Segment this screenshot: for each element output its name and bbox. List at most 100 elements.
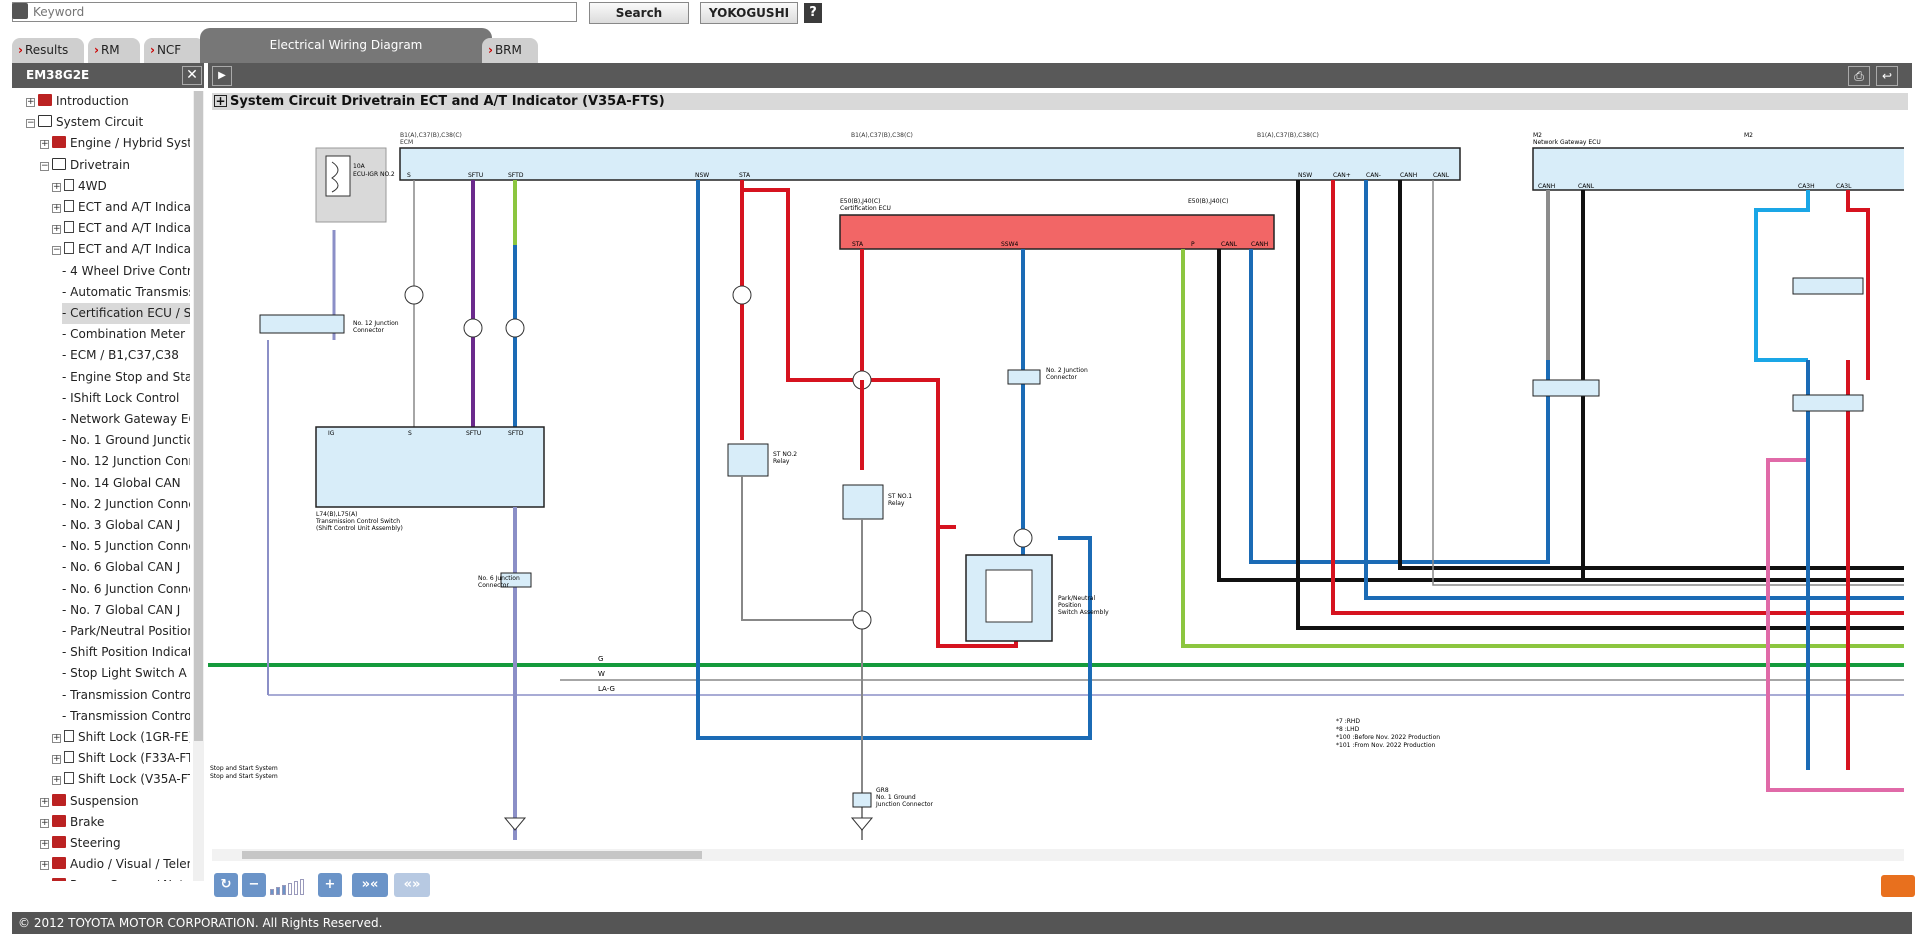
expand-icon[interactable]: + bbox=[40, 860, 49, 871]
tree-item[interactable]: −System Circuit bbox=[26, 112, 190, 133]
tree-item[interactable]: - ECM / B1,C37,C38 bbox=[62, 345, 190, 366]
expand-icon[interactable]: + bbox=[26, 97, 35, 107]
tab-electrical-wiring-diagram[interactable]: Electrical Wiring Diagram bbox=[200, 28, 492, 63]
tree-item[interactable]: +Shift Lock (V35A-FTS) bbox=[52, 769, 190, 790]
tree-scrollbar[interactable] bbox=[193, 91, 204, 881]
expand-icon[interactable]: + bbox=[52, 775, 61, 786]
tree-item[interactable]: - Engine Stop and Start bbox=[62, 367, 190, 388]
tree-item[interactable]: - No. 5 Junction Connector bbox=[62, 536, 190, 557]
tab-brm[interactable]: ›BRM bbox=[482, 38, 538, 63]
book-icon bbox=[52, 857, 66, 870]
zoom-out-button[interactable]: − bbox=[242, 873, 266, 897]
tree-item[interactable]: - IShift Lock Control bbox=[62, 388, 190, 409]
tree-item-label: - Stop Light Switch A bbox=[62, 666, 187, 681]
tree-item[interactable]: - 4 Wheel Drive Control bbox=[62, 261, 190, 282]
ecm-pin-canh: CANH bbox=[1400, 172, 1417, 179]
expand-icon: «» bbox=[403, 877, 421, 892]
tree-item[interactable]: - No. 3 Global CAN J bbox=[62, 515, 190, 536]
tree-item[interactable]: - No. 12 Junction Connector bbox=[62, 451, 190, 472]
book-icon bbox=[52, 136, 66, 149]
back-button[interactable]: ↩ bbox=[1876, 66, 1898, 86]
printer-icon: ⎙ bbox=[1854, 69, 1864, 83]
tree-item[interactable]: - Stop Light Switch A bbox=[62, 663, 190, 684]
tree-item[interactable]: −Drivetrain bbox=[40, 155, 190, 176]
keyword-search-input[interactable] bbox=[12, 2, 577, 22]
tree-item[interactable]: - Combination Meter bbox=[62, 324, 190, 345]
tree-item[interactable]: +Power Source / Network bbox=[40, 875, 190, 881]
tree-item[interactable]: +Brake bbox=[40, 812, 190, 833]
fit-page-button[interactable]: «» bbox=[394, 873, 430, 897]
tree-item[interactable]: - Automatic Transmission bbox=[62, 282, 190, 303]
zoom-level-indicator bbox=[270, 879, 310, 895]
ecm-pin-canp: CAN+ bbox=[1333, 172, 1351, 179]
tab-ncf[interactable]: ›NCF bbox=[144, 38, 204, 63]
zoom-in-button[interactable]: + bbox=[318, 873, 342, 897]
tree-item[interactable]: −ECT and A/T Indicator bbox=[52, 239, 190, 260]
expand-plus-icon[interactable]: + bbox=[214, 94, 227, 108]
collapse-icon[interactable]: − bbox=[40, 160, 49, 171]
reset-view-button[interactable]: ↻ bbox=[214, 873, 238, 897]
tree-item[interactable]: - Network Gateway ECU bbox=[62, 409, 190, 430]
tree-item[interactable]: + ECT and A/T Indicator bbox=[52, 197, 190, 218]
tree-item[interactable]: - No. 6 Global CAN J bbox=[62, 557, 190, 578]
book-icon bbox=[52, 793, 66, 806]
expand-icon[interactable]: + bbox=[40, 139, 49, 150]
zoom-level-5 bbox=[294, 881, 298, 895]
expand-icon[interactable]: + bbox=[40, 817, 49, 828]
tree-item[interactable]: - No. 2 Junction Connector bbox=[62, 494, 190, 515]
yokogushi-button[interactable]: YOKOGUSHI bbox=[700, 2, 798, 24]
help-button[interactable]: ? bbox=[804, 3, 822, 23]
tree-item[interactable]: - Transmission Control bbox=[62, 685, 190, 706]
expand-panel-button[interactable]: ▶ bbox=[212, 66, 232, 86]
tree-item[interactable]: +Shift Lock (F33A-FTS) bbox=[52, 748, 190, 769]
tree-item[interactable]: +Audio / Visual / Telematics bbox=[40, 854, 190, 875]
expand-icon[interactable]: + bbox=[40, 839, 49, 849]
tree-item[interactable]: - Certification ECU / Smart bbox=[62, 303, 190, 324]
st-relay2-label-b: Relay bbox=[773, 458, 790, 465]
expand-icon[interactable]: + bbox=[52, 754, 61, 765]
tab-results[interactable]: ›Results bbox=[12, 38, 84, 63]
collapse-icon[interactable]: − bbox=[52, 245, 61, 256]
tree-item[interactable]: - Shift Position Indicator bbox=[62, 642, 190, 663]
tree-item[interactable]: - Park/Neutral Position bbox=[62, 621, 190, 642]
book-icon bbox=[38, 94, 52, 106]
expand-icon[interactable]: + bbox=[52, 203, 61, 213]
tree-item[interactable]: +Steering bbox=[40, 833, 190, 854]
feedback-button[interactable] bbox=[1881, 875, 1915, 897]
wire-black-canl bbox=[1217, 249, 1904, 582]
expand-icon[interactable]: + bbox=[52, 733, 61, 743]
tree-item[interactable]: - No. 7 Global CAN J bbox=[62, 600, 190, 621]
tree-item[interactable]: +Suspension bbox=[40, 791, 190, 812]
tree-item[interactable]: - Transmission Control bbox=[62, 706, 190, 727]
cert-pin-p: P bbox=[1191, 241, 1195, 248]
diagram-horizontal-scrollbar[interactable] bbox=[212, 849, 1904, 861]
ecm-name: ECM bbox=[400, 139, 413, 146]
fit-width-button[interactable]: »« bbox=[352, 873, 388, 897]
park-switch-label-2: Position bbox=[1058, 602, 1082, 609]
tree-item[interactable]: - No. 6 Junction Connector bbox=[62, 579, 190, 600]
tree-item[interactable]: +Introduction bbox=[26, 91, 190, 112]
horizontal-scrollbar-thumb[interactable] bbox=[242, 851, 702, 859]
tree-item[interactable]: +4WD bbox=[52, 176, 190, 197]
expand-icon[interactable]: + bbox=[40, 796, 49, 807]
tab-rm[interactable]: ›RM bbox=[88, 38, 140, 63]
wiring-diagram-canvas[interactable]: B1(A),C37(B),C38(C) ECM B1(A),C37(B),C38… bbox=[208, 110, 1904, 845]
zoom-level-1 bbox=[270, 889, 274, 895]
tree-item-label: ECT and A/T Indicator bbox=[78, 200, 190, 214]
close-panel-button[interactable]: ✕ bbox=[182, 66, 202, 85]
expand-icon[interactable]: + bbox=[52, 224, 61, 235]
wire-label-lag: LA-G bbox=[598, 685, 615, 693]
print-button[interactable]: ⎙ bbox=[1848, 66, 1870, 86]
tree-scrollbar-thumb[interactable] bbox=[194, 91, 203, 741]
tree-item[interactable]: - No. 1 Ground Junction bbox=[62, 430, 190, 451]
tree-item[interactable]: - No. 14 Global CAN bbox=[62, 473, 190, 494]
tree-item[interactable]: +Shift Lock (1GR-FE) bbox=[52, 727, 190, 748]
fit-icon: »« bbox=[361, 877, 379, 892]
tree-item[interactable]: +Engine / Hybrid System bbox=[40, 133, 190, 154]
collapse-icon[interactable]: − bbox=[26, 118, 35, 129]
gateway-label-2: M2 bbox=[1744, 132, 1753, 139]
tree-item[interactable]: +ECT and A/T Indicator bbox=[52, 218, 190, 239]
search-button[interactable]: Search bbox=[589, 2, 689, 24]
expand-icon[interactable]: + bbox=[52, 181, 61, 192]
wire-pink bbox=[1766, 458, 1904, 792]
